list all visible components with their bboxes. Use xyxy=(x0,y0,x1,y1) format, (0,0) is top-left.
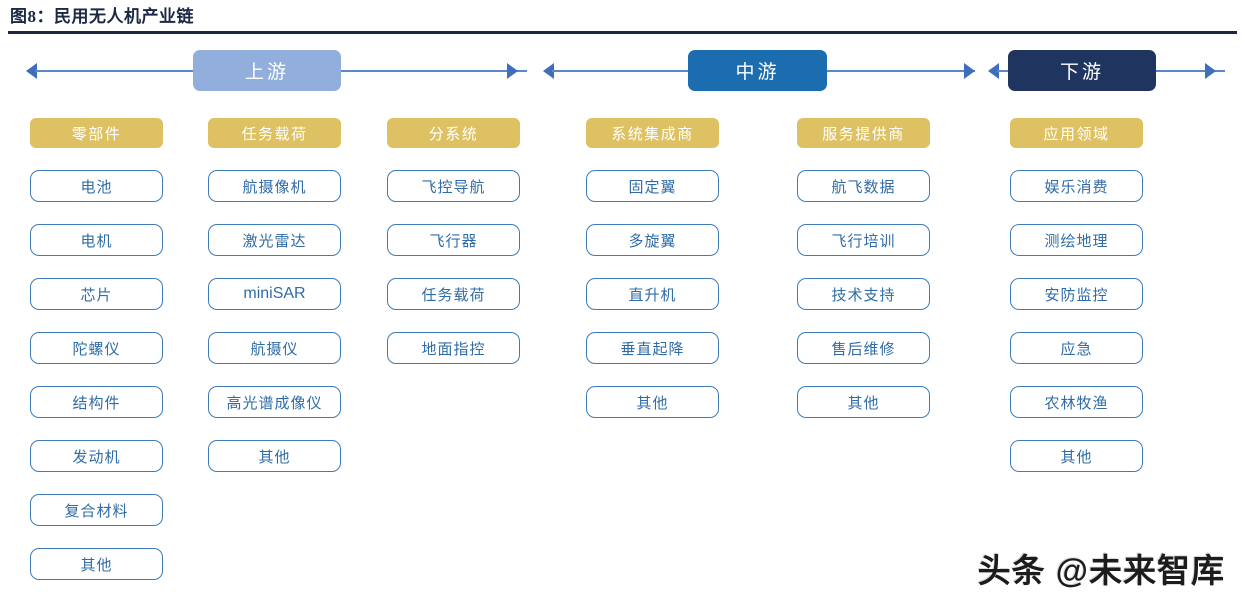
column-header-parts[interactable]: 零部件 xyxy=(30,118,163,148)
node-box[interactable]: 复合材料 xyxy=(30,494,163,526)
node-box[interactable]: 应急 xyxy=(1010,332,1143,364)
stage-pill-midstream[interactable]: 中游 xyxy=(688,50,827,91)
stage-pill-downstream[interactable]: 下游 xyxy=(1008,50,1156,91)
arrow-left-icon xyxy=(543,63,554,79)
node-box[interactable]: 电池 xyxy=(30,170,163,202)
column-items-system-integrator: 固定翼多旋翼直升机垂直起降其他 xyxy=(586,170,719,418)
node-box[interactable]: 技术支持 xyxy=(797,278,930,310)
column-system-integrator: 系统集成商固定翼多旋翼直升机垂直起降其他 xyxy=(586,118,719,440)
node-box[interactable]: 固定翼 xyxy=(586,170,719,202)
node-box[interactable]: 激光雷达 xyxy=(208,224,341,256)
column-mission-payload: 任务载荷航摄像机激光雷达 miniSAR 航摄仪高光谱成像仪其他 xyxy=(208,118,341,494)
node-box[interactable]: 航摄仪 xyxy=(208,332,341,364)
node-box[interactable]: 其他 xyxy=(208,440,341,472)
node-box[interactable]: 飞行器 xyxy=(387,224,520,256)
node-box[interactable]: 结构件 xyxy=(30,386,163,418)
arrow-right-icon xyxy=(1205,63,1216,79)
node-box[interactable]: 航飞数据 xyxy=(797,170,930,202)
stage-group-midstream: 中游 xyxy=(543,46,975,96)
node-box[interactable]: 地面指控 xyxy=(387,332,520,364)
column-parts: 零部件电池电机芯片陀螺仪结构件发动机复合材料其他 xyxy=(30,118,163,602)
node-box[interactable]: 垂直起降 xyxy=(586,332,719,364)
column-service-provider: 服务提供商航飞数据飞行培训技术支持售后维修其他 xyxy=(797,118,930,440)
node-box[interactable]: 售后维修 xyxy=(797,332,930,364)
stage-band: 上游 中游 下游 xyxy=(0,46,1245,96)
column-header-mission-payload[interactable]: 任务载荷 xyxy=(208,118,341,148)
node-box[interactable]: 其他 xyxy=(586,386,719,418)
column-header-system-integrator[interactable]: 系统集成商 xyxy=(586,118,719,148)
node-box[interactable]: 电机 xyxy=(30,224,163,256)
node-box[interactable]: 其他 xyxy=(1010,440,1143,472)
node-box[interactable]: 直升机 xyxy=(586,278,719,310)
node-box[interactable]: 任务载荷 xyxy=(387,278,520,310)
node-box[interactable]: 芯片 xyxy=(30,278,163,310)
arrow-left-icon xyxy=(988,63,999,79)
column-header-service-provider[interactable]: 服务提供商 xyxy=(797,118,930,148)
node-box[interactable]: 陀螺仪 xyxy=(30,332,163,364)
node-box[interactable]: 发动机 xyxy=(30,440,163,472)
stage-group-downstream: 下游 xyxy=(988,46,1225,96)
title-divider xyxy=(8,31,1237,34)
node-box[interactable]: miniSAR xyxy=(208,278,341,310)
column-items-service-provider: 航飞数据飞行培训技术支持售后维修其他 xyxy=(797,170,930,418)
node-box[interactable]: 安防监控 xyxy=(1010,278,1143,310)
page-title: 图8：民用无人机产业链 xyxy=(10,7,194,26)
arrow-left-icon xyxy=(26,63,37,79)
node-box[interactable]: 农林牧渔 xyxy=(1010,386,1143,418)
column-items-subsystem: 飞控导航飞行器任务载荷地面指控 xyxy=(387,170,520,364)
node-box[interactable]: 飞控导航 xyxy=(387,170,520,202)
node-box[interactable]: 测绘地理 xyxy=(1010,224,1143,256)
node-box[interactable]: 多旋翼 xyxy=(586,224,719,256)
node-box[interactable]: 高光谱成像仪 xyxy=(208,386,341,418)
node-box[interactable]: 航摄像机 xyxy=(208,170,341,202)
column-header-application-field[interactable]: 应用领域 xyxy=(1010,118,1143,148)
node-box[interactable]: 娱乐消费 xyxy=(1010,170,1143,202)
column-items-mission-payload: 航摄像机激光雷达 miniSAR 航摄仪高光谱成像仪其他 xyxy=(208,170,341,472)
node-box[interactable]: 其他 xyxy=(797,386,930,418)
arrow-right-icon xyxy=(964,63,975,79)
watermark: 头条 @未来智库 xyxy=(977,552,1225,589)
column-subsystem: 分系统飞控导航飞行器任务载荷地面指控 xyxy=(387,118,520,386)
stage-group-upstream: 上游 xyxy=(26,46,527,96)
arrow-right-icon xyxy=(507,63,518,79)
stage-pill-upstream[interactable]: 上游 xyxy=(193,50,341,91)
column-items-application-field: 娱乐消费测绘地理安防监控应急农林牧渔其他 xyxy=(1010,170,1143,472)
node-box[interactable]: 飞行培训 xyxy=(797,224,930,256)
node-box[interactable]: 其他 xyxy=(30,548,163,580)
column-application-field: 应用领域娱乐消费测绘地理安防监控应急农林牧渔其他 xyxy=(1010,118,1143,494)
column-header-subsystem[interactable]: 分系统 xyxy=(387,118,520,148)
column-items-parts: 电池电机芯片陀螺仪结构件发动机复合材料其他 xyxy=(30,170,163,580)
